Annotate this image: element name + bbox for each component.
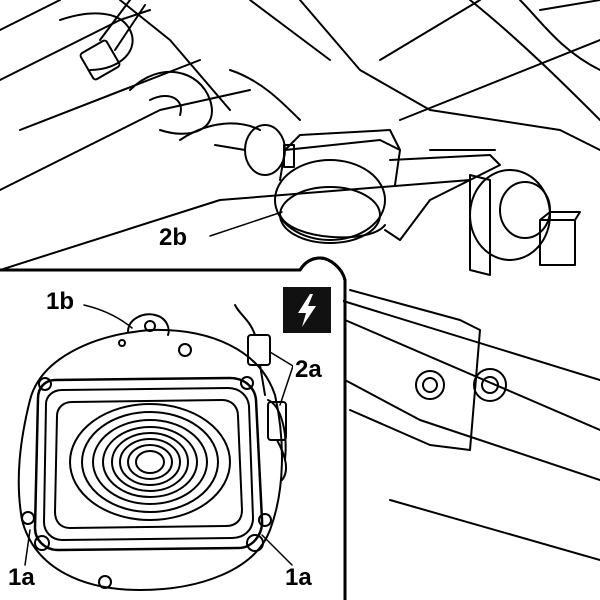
callout-2a: 2a [293, 356, 324, 383]
lightning-badge [283, 287, 331, 333]
callout-1a-right: 1a [283, 564, 314, 591]
lightning-bolt-icon [298, 294, 316, 327]
headlamp-assembly [17, 304, 288, 591]
leader-lines [24, 211, 294, 566]
callout-2b: 2b [157, 224, 190, 251]
callout-1a-left: 1a [6, 564, 37, 591]
horn-assembly [214, 124, 581, 276]
vehicle-structure [0, 0, 600, 561]
callout-1b: 1b [44, 288, 77, 315]
